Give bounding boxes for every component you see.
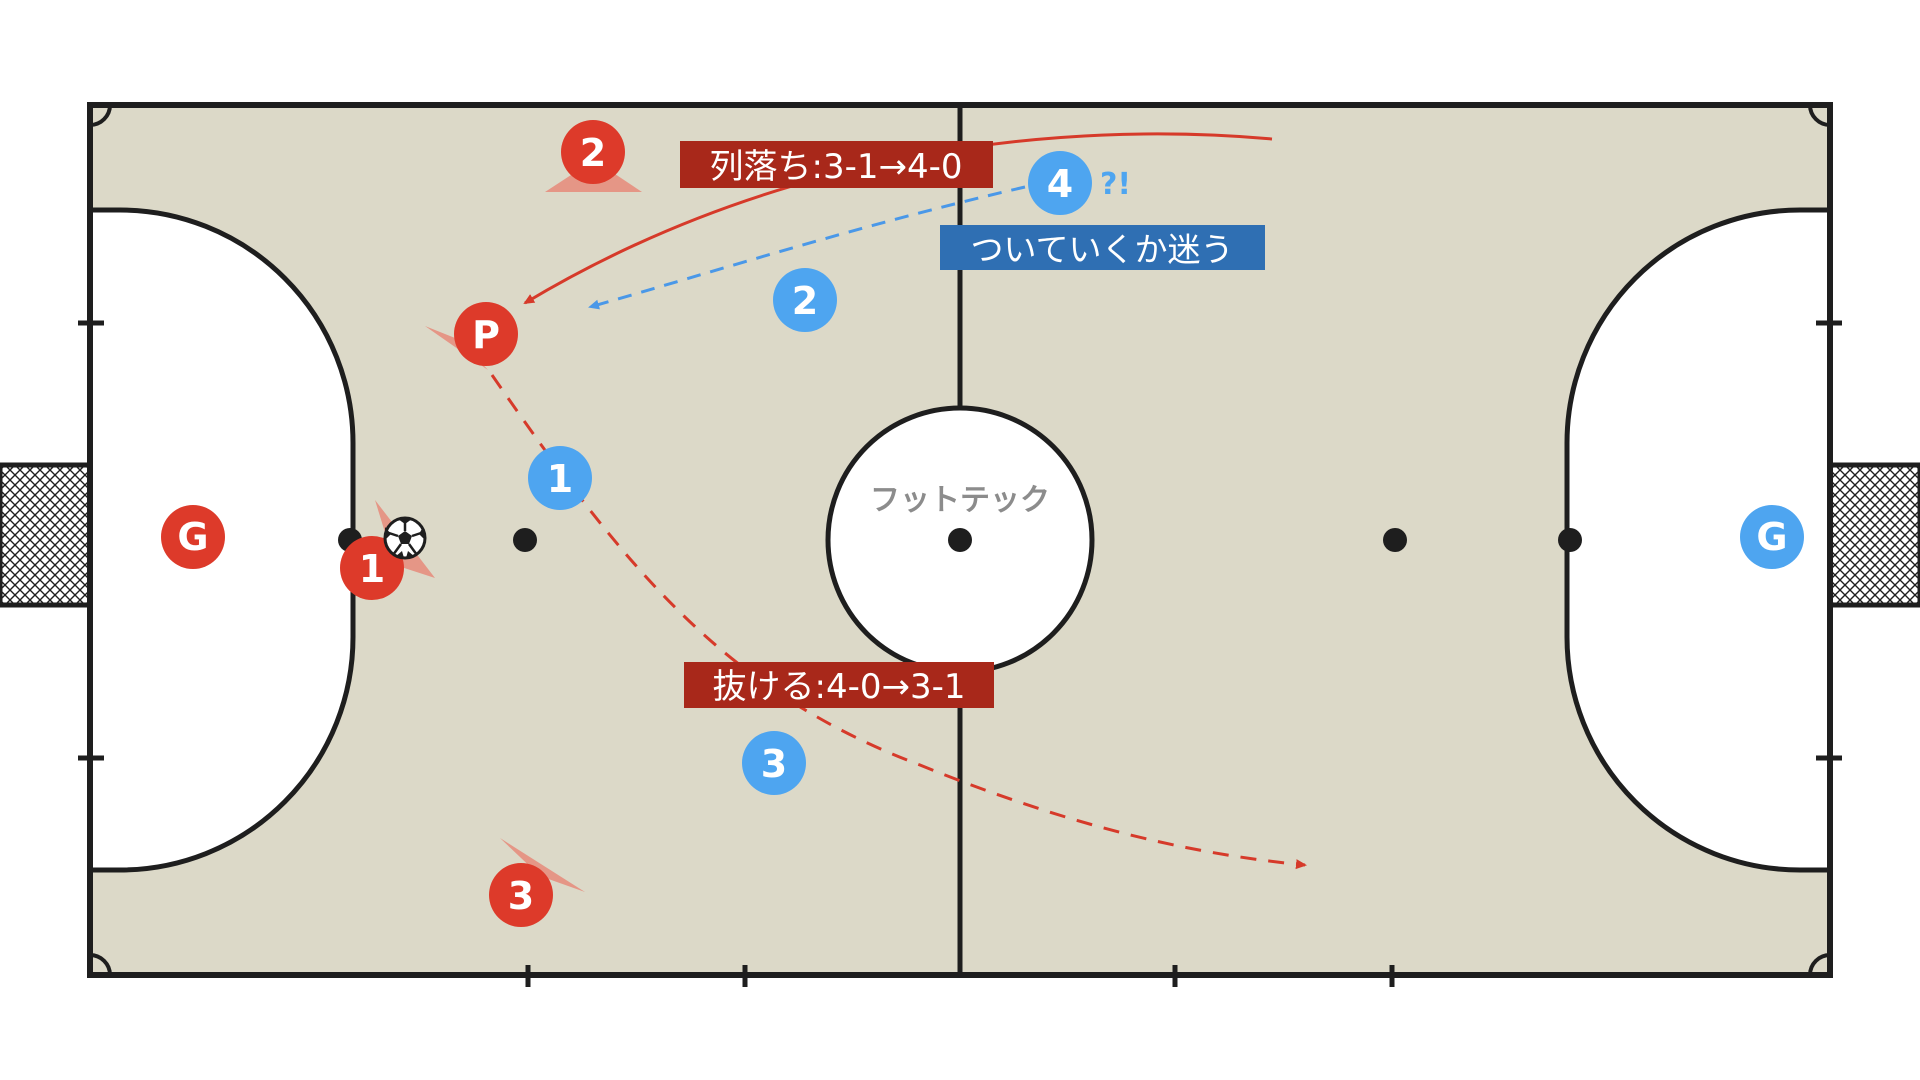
right-penalty-area <box>1564 207 1833 873</box>
corner-arc-top-left <box>89 104 112 127</box>
left-second-penalty-spot <box>513 528 537 552</box>
svg-text:2: 2 <box>792 279 818 323</box>
center-spot <box>948 528 972 552</box>
svg-text:2: 2 <box>580 131 606 175</box>
blue-3[interactable]: 3 <box>742 731 806 795</box>
svg-text:抜ける:4-0→3-1: 抜ける:4-0→3-1 <box>712 667 965 707</box>
confused-mark: ?! <box>1100 167 1131 202</box>
label-hesitate: ついていくか迷う <box>940 225 1265 270</box>
red-3[interactable]: 3 <box>489 863 553 927</box>
svg-text:3: 3 <box>508 874 534 918</box>
svg-text:G: G <box>1756 515 1787 559</box>
corner-arc-top-right <box>1808 104 1831 127</box>
left-goal-net <box>0 462 93 608</box>
red-pivot-run-arrow <box>490 374 1307 870</box>
label-break-out: 抜ける:4-0→3-1 <box>684 662 994 708</box>
blue-1[interactable]: 1 <box>528 446 592 510</box>
right-goal-net <box>1827 462 1920 608</box>
svg-text:P: P <box>472 313 500 357</box>
red-goalkeeper[interactable]: G <box>161 505 225 569</box>
blue-4[interactable]: 4 <box>1028 151 1092 215</box>
corner-arc-bottom-left <box>89 953 112 976</box>
right-penalty-spot <box>1558 528 1582 552</box>
label-drop-back: 列落ち:3-1→4-0 <box>680 141 993 188</box>
svg-text:列落ち:3-1→4-0: 列落ち:3-1→4-0 <box>709 147 962 187</box>
red-1[interactable]: 1 <box>340 536 404 600</box>
svg-text:1: 1 <box>547 457 573 501</box>
red-pivot[interactable]: P <box>454 302 518 366</box>
blue-2[interactable]: 2 <box>773 268 837 332</box>
watermark-text: フットテック <box>870 483 1050 518</box>
boundary-ticks <box>78 320 1842 987</box>
red-2[interactable]: 2 <box>561 120 625 184</box>
blue-goalkeeper[interactable]: G <box>1740 505 1804 569</box>
svg-text:1: 1 <box>359 547 385 591</box>
svg-text:3: 3 <box>761 742 787 786</box>
corner-arc-bottom-right <box>1808 953 1831 976</box>
svg-text:4: 4 <box>1047 162 1073 206</box>
soccer-ball-icon[interactable] <box>383 516 427 560</box>
svg-text:ついていくか迷う: ついていくか迷う <box>970 230 1233 269</box>
right-second-penalty-spot <box>1383 528 1407 552</box>
blue-4-track-arrow <box>588 185 1026 310</box>
svg-text:G: G <box>177 515 208 559</box>
